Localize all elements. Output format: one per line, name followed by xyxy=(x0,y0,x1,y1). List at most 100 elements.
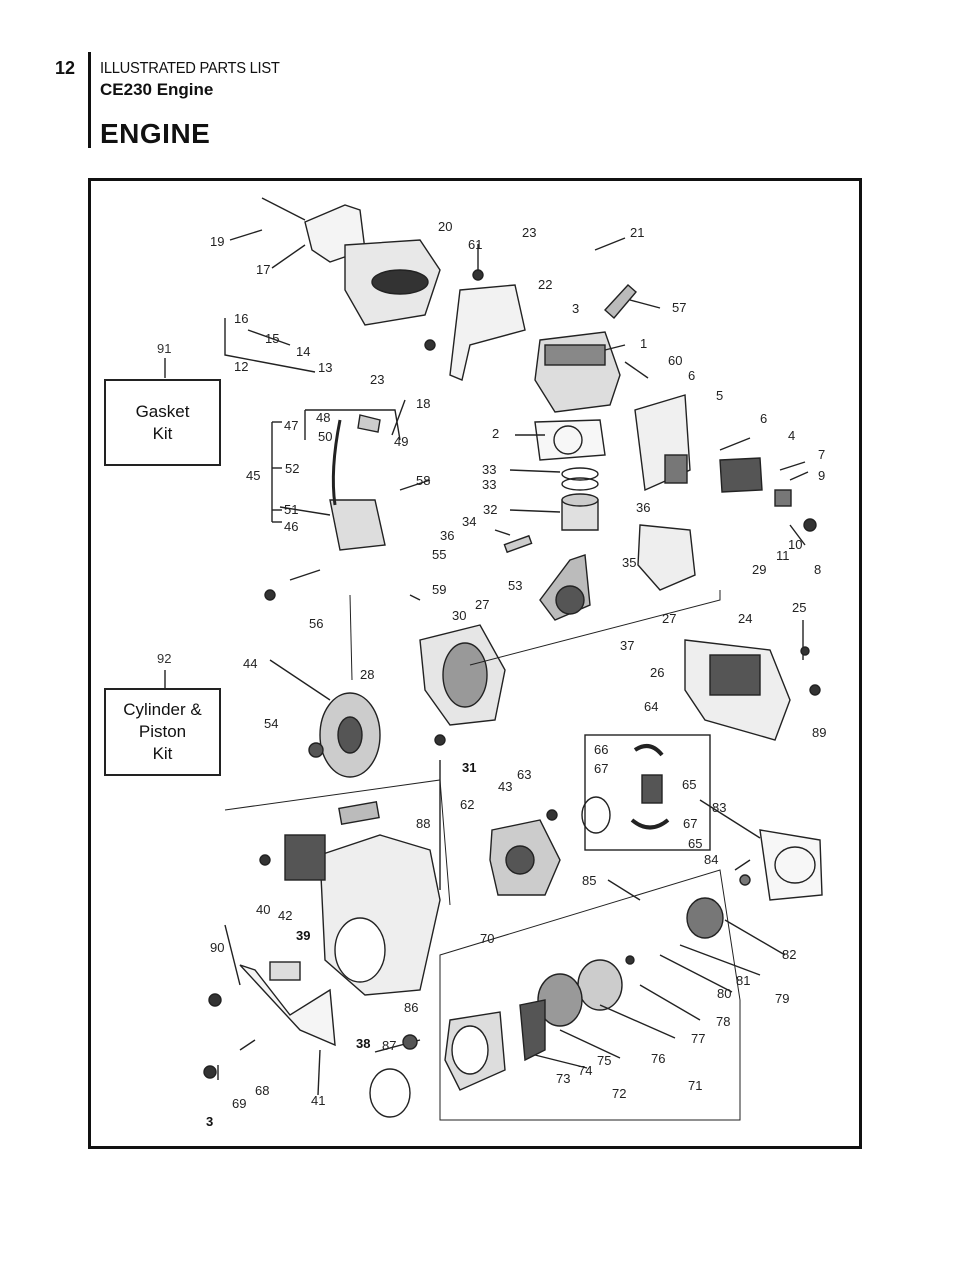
cylinder-shape xyxy=(534,331,621,413)
callout-31: 31 xyxy=(462,760,476,775)
bottom-plate-shape xyxy=(239,964,336,1047)
engine-shroud-shape xyxy=(319,834,441,996)
callout-64: 64 xyxy=(644,699,658,714)
callout-32: 32 xyxy=(483,502,497,517)
callout-26: 26 xyxy=(650,665,664,680)
callout-48: 48 xyxy=(316,410,330,425)
callout-6: 6 xyxy=(688,368,695,383)
crankcase-right-shape xyxy=(637,524,696,591)
callout-59: 59 xyxy=(432,582,446,597)
callout-65-2: 65 xyxy=(688,836,702,851)
callout-58: 58 xyxy=(416,473,430,488)
callout-33-2: 33 xyxy=(482,477,496,492)
gasket-kit-line2: Kit xyxy=(152,423,173,443)
callout-77: 77 xyxy=(691,1031,705,1046)
callout-74: 74 xyxy=(578,1063,592,1078)
callout-78: 78 xyxy=(716,1014,730,1029)
callout-90: 90 xyxy=(210,940,224,955)
callout-23: 23 xyxy=(522,225,536,240)
callout-81: 81 xyxy=(736,973,750,988)
callout-49: 49 xyxy=(394,434,408,449)
gasket-kit-box: Gasket Kit xyxy=(104,379,221,466)
callout-29: 29 xyxy=(752,562,766,577)
callout-25: 25 xyxy=(792,600,806,615)
callout-21: 21 xyxy=(630,225,644,240)
callout-18: 18 xyxy=(416,396,430,411)
cylinder-kit-line2: Piston xyxy=(138,722,187,741)
callout-27: 27 xyxy=(475,597,489,612)
callout-84: 84 xyxy=(704,852,718,867)
gasket-kit-number: 91 xyxy=(157,341,172,356)
callout-23-2: 23 xyxy=(370,372,384,387)
callout-61: 61 xyxy=(468,237,482,252)
callout-3: 3 xyxy=(572,301,579,316)
callout-3-2: 3 xyxy=(206,1114,213,1129)
callout-1: 1 xyxy=(640,336,647,351)
callout-71: 71 xyxy=(688,1078,702,1093)
callout-2: 2 xyxy=(492,426,499,441)
page-title: ENGINE xyxy=(100,118,211,149)
callout-52: 52 xyxy=(285,461,299,476)
callout-9: 9 xyxy=(818,468,825,483)
callout-14: 14 xyxy=(296,344,310,359)
callout-82: 82 xyxy=(782,947,796,962)
callout-27-2: 27 xyxy=(662,611,676,626)
callout-75: 75 xyxy=(597,1053,611,1068)
callout-68: 68 xyxy=(255,1083,269,1098)
callout-40: 40 xyxy=(256,902,270,917)
callout-41: 41 xyxy=(311,1093,325,1108)
callout-35: 35 xyxy=(622,555,636,570)
callout-12: 12 xyxy=(234,359,248,374)
header-divider xyxy=(88,52,91,148)
callout-36: 36 xyxy=(440,528,454,543)
callout-16: 16 xyxy=(234,311,248,326)
callout-19: 19 xyxy=(210,234,224,249)
callout-44: 44 xyxy=(243,656,257,671)
callout-6-2: 6 xyxy=(760,411,767,426)
gasket-shape xyxy=(534,419,606,461)
callout-85: 85 xyxy=(582,873,596,888)
callout-67-2: 67 xyxy=(683,816,697,831)
callout-76: 76 xyxy=(651,1051,665,1066)
callout-7: 7 xyxy=(818,447,825,462)
callout-88: 88 xyxy=(416,816,430,831)
callout-15: 15 xyxy=(265,331,279,346)
recoil-spring-shape xyxy=(577,959,623,1011)
callout-4: 4 xyxy=(788,428,795,443)
callout-11: 11 xyxy=(776,548,790,563)
diagram-frame xyxy=(88,178,862,1149)
callout-45: 45 xyxy=(246,468,260,483)
callout-54: 54 xyxy=(264,716,278,731)
callout-5: 5 xyxy=(716,388,723,403)
callout-80: 80 xyxy=(717,986,731,1001)
cylinder-kit-box: Cylinder & Piston Kit xyxy=(104,688,221,776)
bracket-shape xyxy=(449,284,526,381)
callout-67: 67 xyxy=(594,761,608,776)
callout-47: 47 xyxy=(284,418,298,433)
callout-38: 38 xyxy=(356,1036,370,1051)
callout-34: 34 xyxy=(462,514,476,529)
callout-39: 39 xyxy=(296,928,310,943)
gasket-kit-line1: Gasket xyxy=(135,401,190,421)
callout-57: 57 xyxy=(672,300,686,315)
callout-42: 42 xyxy=(278,908,292,923)
callout-69: 69 xyxy=(232,1096,246,1111)
model-heading: CE230 Engine xyxy=(100,80,214,99)
page-number: 12 xyxy=(55,58,76,78)
callout-86: 86 xyxy=(404,1000,418,1015)
callout-33: 33 xyxy=(482,462,496,477)
callout-73: 73 xyxy=(556,1071,570,1086)
cylinder-kit-line3: Kit xyxy=(152,744,173,763)
callout-28: 28 xyxy=(360,667,374,682)
callout-53: 53 xyxy=(508,578,522,593)
callout-30: 30 xyxy=(452,608,466,623)
callout-43: 43 xyxy=(498,779,512,794)
section-heading: ILLUSTRATED PARTS LIST xyxy=(100,60,280,77)
callout-20: 20 xyxy=(438,219,452,234)
callout-36-2: 36 xyxy=(636,500,650,515)
spark-plug-shape xyxy=(604,284,637,319)
callout-56: 56 xyxy=(309,616,323,631)
callout-63: 63 xyxy=(517,767,531,782)
callout-89: 89 xyxy=(812,725,826,740)
